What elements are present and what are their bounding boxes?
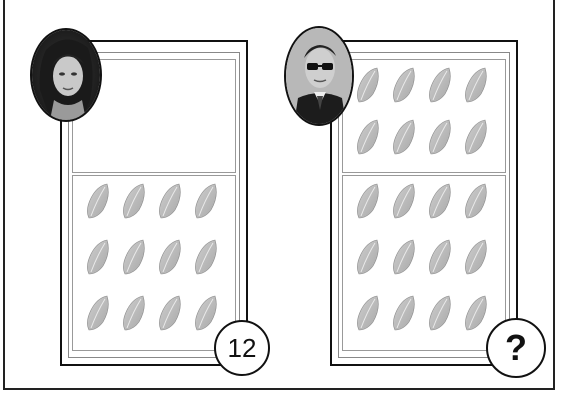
right-count-badge: ? <box>486 318 546 378</box>
left-count-label: 12 <box>228 333 257 364</box>
grey-leaf-icon <box>85 238 111 276</box>
woman-portrait-icon <box>30 28 102 122</box>
grey-leaf-icon <box>157 238 183 276</box>
grey-leaf-icon <box>391 182 417 220</box>
grey-leaf-icon <box>463 238 489 276</box>
grey-leaf-icon <box>121 182 147 220</box>
grey-leaf-icon <box>427 238 453 276</box>
grey-leaf-icon <box>355 294 381 332</box>
right-bottom-panel <box>342 175 506 351</box>
grey-leaf-icon <box>193 294 219 332</box>
grey-leaf-icon <box>427 66 453 104</box>
grey-leaf-icon <box>355 238 381 276</box>
grey-leaf-icon <box>391 66 417 104</box>
grey-leaf-icon <box>85 294 111 332</box>
grey-leaf-icon <box>157 182 183 220</box>
grey-leaf-icon <box>391 238 417 276</box>
right-top-leaf-grid <box>343 60 505 172</box>
grey-leaf-icon <box>121 294 147 332</box>
right-bottom-leaf-grid <box>343 176 505 350</box>
grey-leaf-icon <box>193 182 219 220</box>
right-card <box>330 40 518 366</box>
grey-leaf-icon <box>427 294 453 332</box>
grey-leaf-icon <box>85 182 111 220</box>
grey-leaf-icon <box>391 294 417 332</box>
grey-leaf-icon <box>157 294 183 332</box>
grey-leaf-icon <box>355 66 381 104</box>
grey-leaf-icon <box>463 66 489 104</box>
right-card-inner-border <box>338 52 510 358</box>
man-with-sunglasses-portrait-icon <box>284 26 354 126</box>
left-bottom-leaf-grid <box>73 176 235 350</box>
grey-leaf-icon <box>463 182 489 220</box>
grey-leaf-icon <box>463 294 489 332</box>
left-bottom-panel <box>72 175 236 351</box>
grey-leaf-icon <box>355 118 381 156</box>
right-count-label: ? <box>505 327 527 369</box>
grey-leaf-icon <box>463 118 489 156</box>
grey-leaf-icon <box>391 118 417 156</box>
grey-leaf-icon <box>355 182 381 220</box>
grey-leaf-icon <box>193 238 219 276</box>
right-top-panel <box>342 59 506 173</box>
grey-leaf-icon <box>427 182 453 220</box>
grey-leaf-icon <box>121 238 147 276</box>
grey-leaf-icon <box>427 118 453 156</box>
left-count-badge: 12 <box>214 320 270 376</box>
